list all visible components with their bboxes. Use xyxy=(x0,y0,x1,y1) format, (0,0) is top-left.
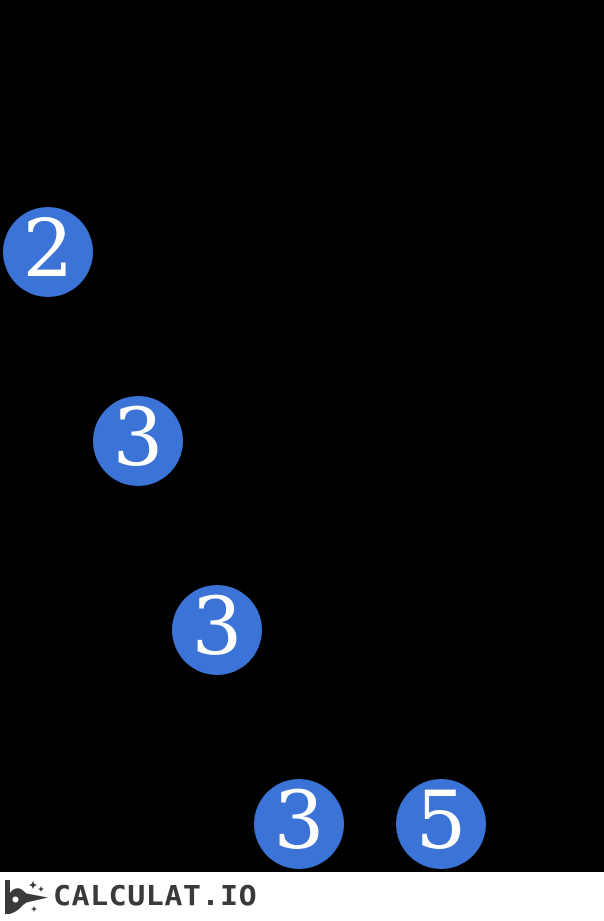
magic-wand-sparkles-icon xyxy=(5,879,48,914)
factor-node-1: 2 xyxy=(3,207,93,297)
factor-node-value: 3 xyxy=(273,774,325,867)
factor-node-value: 3 xyxy=(112,391,164,484)
factor-node-4: 3 xyxy=(254,779,344,869)
brand-wordmark: CALCULAT.IO xyxy=(53,880,258,913)
watermark-bar: CALCULAT.IO xyxy=(0,872,604,921)
factor-node-5: 5 xyxy=(396,779,486,869)
factor-node-value: 2 xyxy=(22,202,74,295)
factor-node-value: 3 xyxy=(191,580,243,673)
factor-node-2: 3 xyxy=(93,396,183,486)
factor-node-3: 3 xyxy=(172,585,262,675)
factor-node-value: 5 xyxy=(415,774,467,867)
